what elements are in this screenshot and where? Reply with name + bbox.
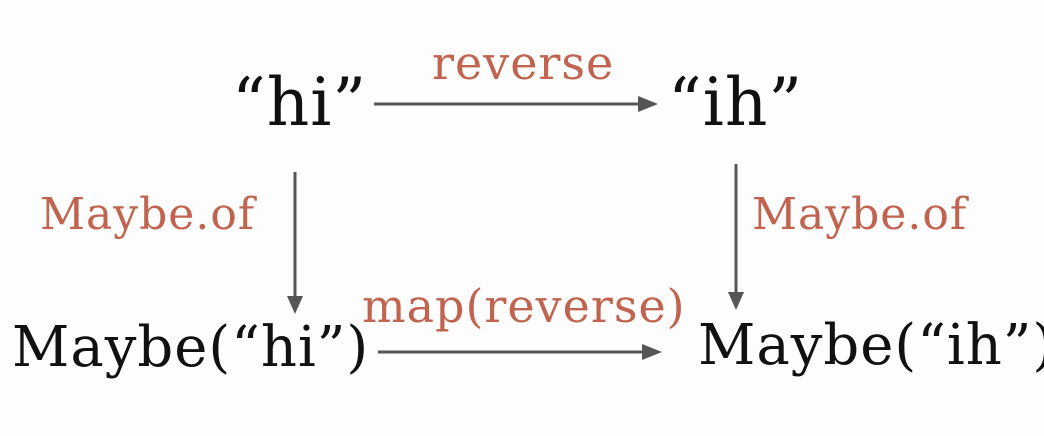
arrowhead-bottom	[642, 344, 662, 360]
edge-label-map-reverse: map(reverse)	[362, 279, 686, 333]
edge-label-maybe-of-right: Maybe.of	[752, 189, 968, 240]
edge-label-maybe-of-left: Maybe.of	[40, 189, 256, 240]
node-maybe-hi: Maybe(“hi”)	[12, 315, 370, 380]
arrowhead-right	[728, 292, 744, 310]
node-ih-string: “ih”	[668, 64, 804, 141]
node-maybe-ih: Maybe(“ih”)	[698, 313, 1044, 378]
arrowhead-top	[638, 96, 658, 112]
arrowhead-left	[287, 296, 303, 314]
edge-label-reverse: reverse	[432, 36, 615, 90]
node-hi-string: “hi”	[232, 64, 368, 141]
